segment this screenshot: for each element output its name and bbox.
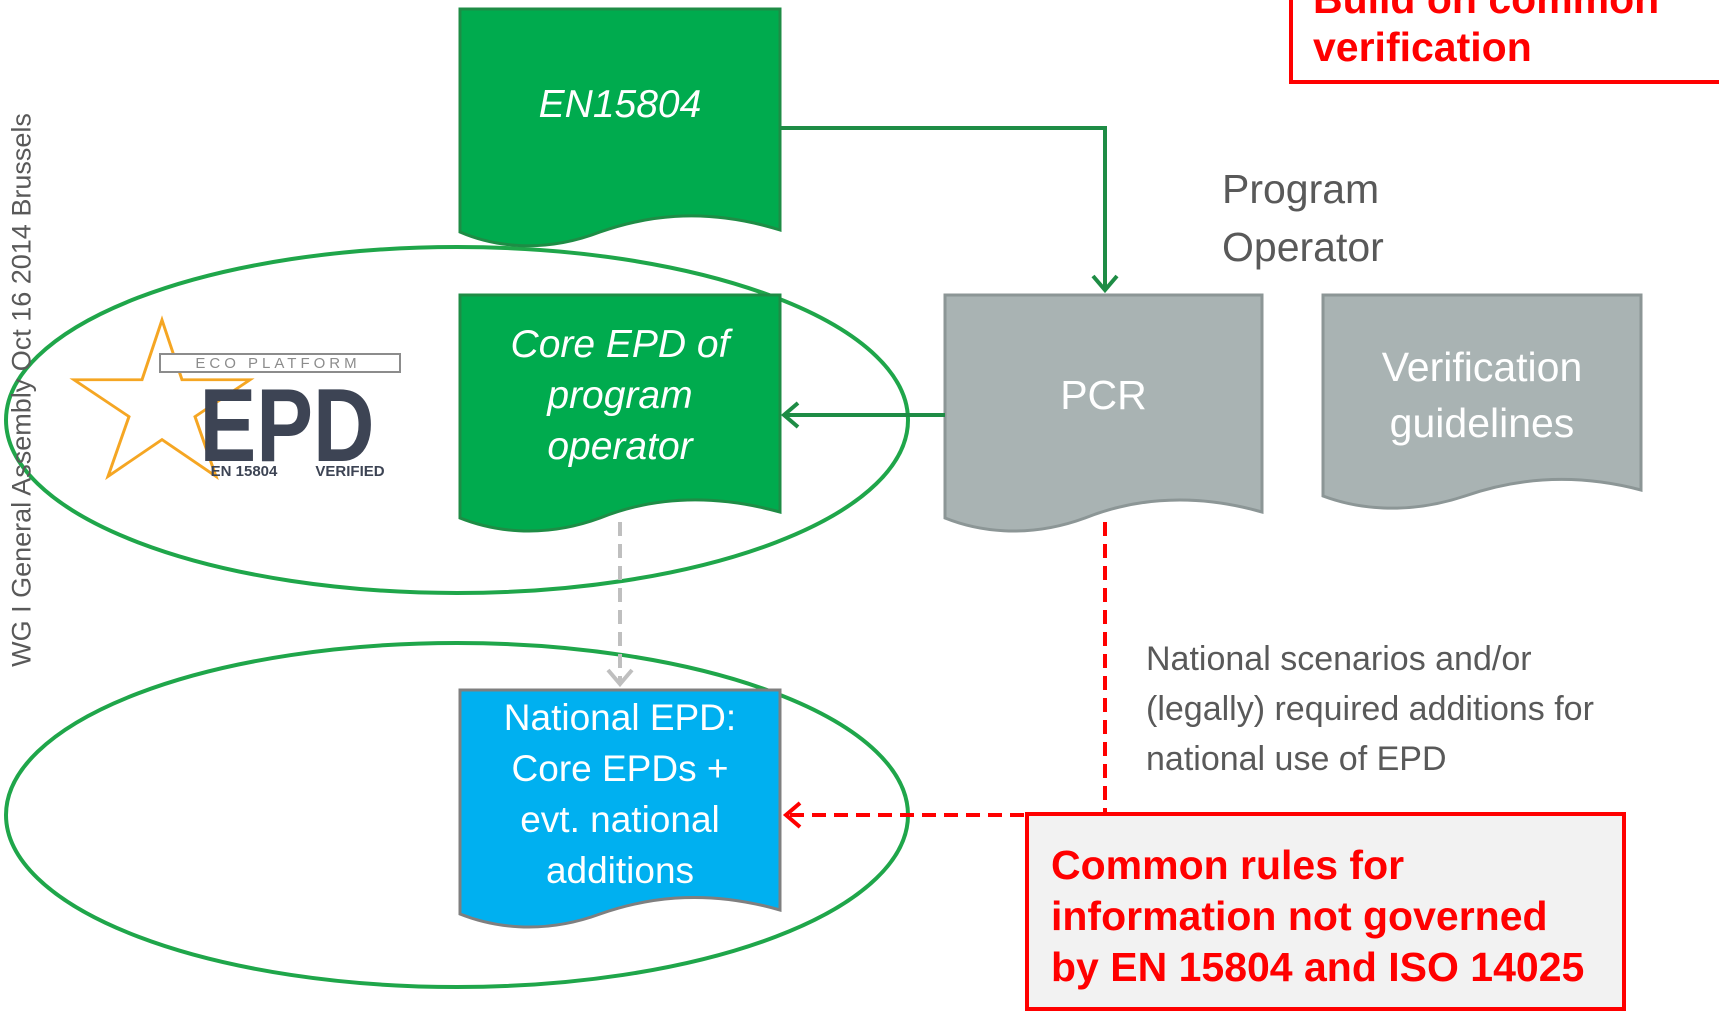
callout-bottom-line-1: Common rules for bbox=[1051, 842, 1405, 888]
en15804-to-pcr-connector bbox=[780, 126, 1119, 294]
core-epd-document bbox=[458, 293, 782, 533]
callout-bottom: Common rules for information not governe… bbox=[1025, 812, 1626, 1011]
national-epd-line-1: National EPD: bbox=[503, 697, 737, 738]
pcr-to-national-red-dashed-connector bbox=[782, 522, 1107, 829]
callout-top: Build on common verification bbox=[1289, 0, 1719, 84]
national-note-line-2: (legally) required additions for bbox=[1146, 690, 1594, 728]
national-epd-label: National EPD: Core EPDs + evt. national … bbox=[460, 694, 780, 894]
national-epd-document bbox=[458, 688, 782, 929]
core-epd-label: Core EPD of program operator bbox=[460, 315, 780, 475]
verification-guidelines-document bbox=[1321, 293, 1643, 510]
callout-bottom-line-2: information not governed bbox=[1051, 893, 1548, 939]
pcr-label-text: PCR bbox=[1060, 371, 1147, 418]
core-epd-ellipse bbox=[4, 245, 910, 595]
national-note: National scenarios and/or (legally) requ… bbox=[1146, 634, 1594, 784]
program-operator-line-2: Operator bbox=[1222, 224, 1384, 270]
sidebar-caption: WG I General Assembly Oct 16 2014 Brusse… bbox=[2, 0, 42, 1011]
logo-star-icon bbox=[69, 315, 255, 481]
national-epd-line-2: Core EPDs + bbox=[511, 748, 729, 789]
national-epd-line-3: evt. national bbox=[520, 799, 720, 840]
sidebar-caption-text: WG I General Assembly Oct 16 2014 Brusse… bbox=[6, 113, 37, 667]
en15804-label-text: EN15804 bbox=[538, 83, 702, 126]
core-epd-line-1: Core EPD of bbox=[510, 322, 730, 366]
verification-guidelines-label: Verification guidelines bbox=[1323, 335, 1641, 455]
core-epd-line-3: operator bbox=[547, 424, 693, 468]
callout-top-line-2: verification bbox=[1313, 24, 1532, 70]
en15804-label: EN15804 bbox=[460, 60, 780, 150]
program-operator-line-1: Program bbox=[1222, 166, 1380, 212]
verification-line-2: guidelines bbox=[1389, 400, 1575, 446]
callout-top-line-1: Build on common bbox=[1313, 0, 1659, 23]
eco-platform-epd-logo: ECO PLATFORM EPD EN 15804 VERIFIED bbox=[69, 315, 401, 484]
core-epd-line-2: program bbox=[547, 373, 693, 417]
logo-top-text: ECO PLATFORM bbox=[195, 355, 360, 372]
logo-sub-left-text: EN 15804 bbox=[211, 463, 278, 480]
national-note-line-1: National scenarios and/or bbox=[1146, 640, 1532, 678]
national-epd-line-4: additions bbox=[545, 850, 695, 891]
national-note-line-3: national use of EPD bbox=[1146, 740, 1447, 778]
logo-main-text: EPD bbox=[200, 368, 375, 484]
pcr-document bbox=[943, 293, 1264, 533]
callout-bottom-line-3: by EN 15804 and ISO 14025 bbox=[1051, 944, 1585, 990]
verification-line-1: Verification bbox=[1381, 344, 1583, 390]
en15804-document bbox=[458, 7, 782, 248]
program-operator-label: Program Operator bbox=[1222, 160, 1384, 276]
logo-sub-right-text: VERIFIED bbox=[315, 463, 384, 480]
pcr-label: PCR bbox=[945, 355, 1262, 435]
